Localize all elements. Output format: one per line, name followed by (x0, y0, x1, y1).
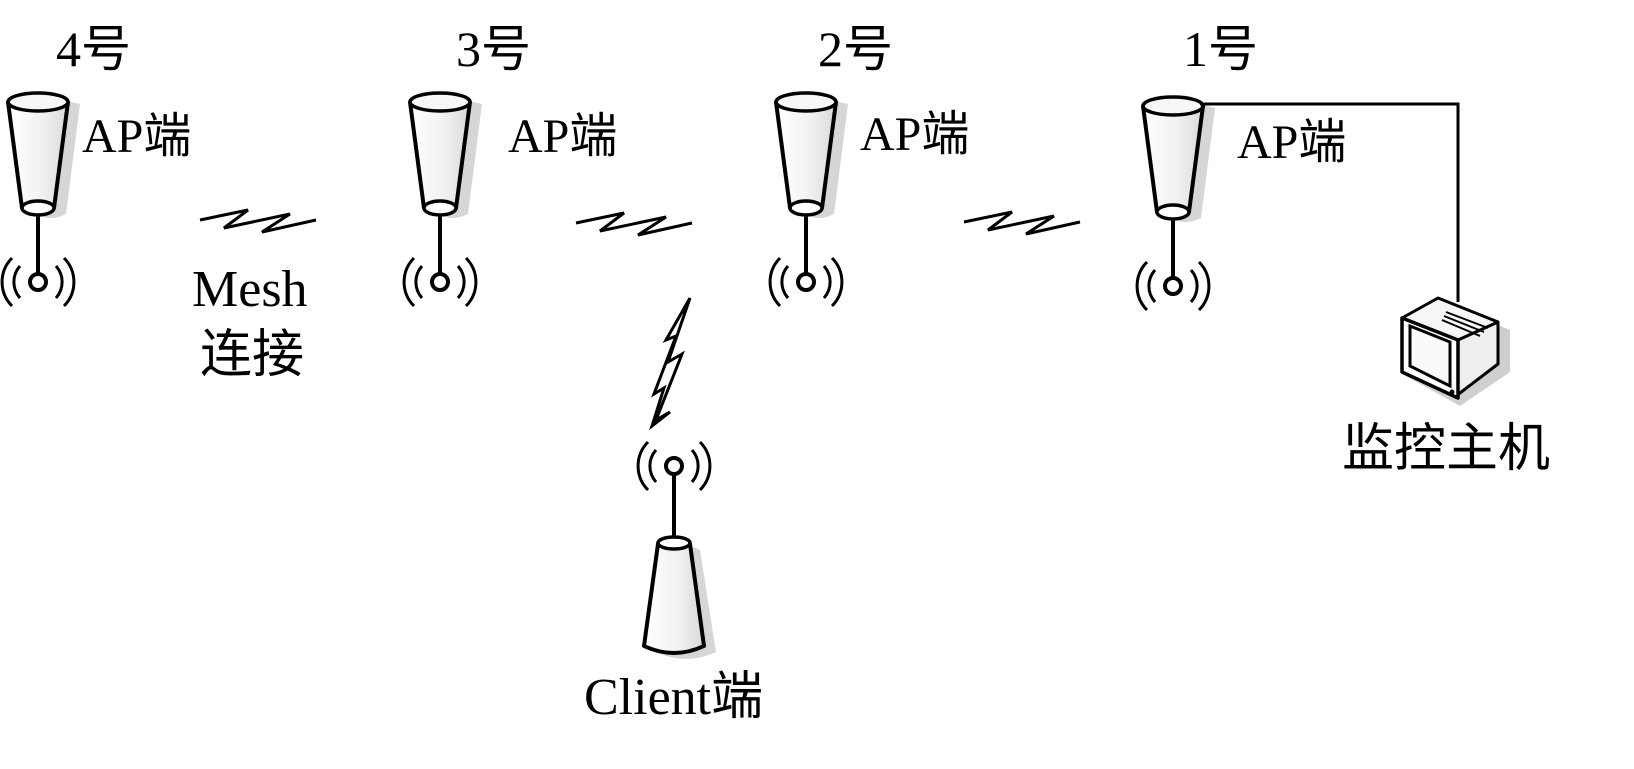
wireless-link-vertical-icon (649, 297, 692, 431)
mesh-link-label: Mesh 连接 (192, 261, 308, 384)
node-role-label: AP端 (1237, 116, 1346, 169)
wireless-link-icon (198, 208, 318, 234)
ap-antenna-icon (402, 91, 484, 308)
ap-node-1: 1号 AP端 (1135, 21, 1346, 312)
node-role-label: AP端 (860, 108, 969, 161)
ap-node-4: 4号 AP端 (0, 21, 191, 308)
node-role-label: AP端 (82, 110, 191, 163)
node-number-label: 3号 (456, 21, 531, 77)
client-node: Client端 (584, 440, 763, 726)
node-number-label: 2号 (818, 21, 893, 77)
ap-node-3: 3号 AP端 (402, 21, 617, 308)
ap-node-2: 2号 AP端 (768, 21, 969, 308)
client-label: Client端 (584, 669, 763, 726)
monitor-host: 监控主机 (1342, 296, 1550, 478)
mesh-label-line1: Mesh (192, 261, 308, 318)
ap-antenna-icon (768, 91, 850, 308)
node-number-label: 4号 (56, 21, 131, 77)
client-signal-icon (636, 440, 712, 538)
node-number-label: 1号 (1183, 21, 1258, 77)
mesh-label-line2: 连接 (200, 327, 304, 384)
wireless-link-icon (574, 211, 694, 237)
host-label: 监控主机 (1342, 421, 1550, 478)
client-antenna-icon (642, 535, 716, 659)
wired-connection-line (1200, 102, 1460, 302)
ap-antenna-icon (1135, 95, 1217, 312)
computer-monitor-icon (1400, 296, 1510, 406)
wireless-link-icon (962, 210, 1082, 236)
node-role-label: AP端 (508, 110, 617, 163)
ap-antenna-icon (0, 91, 82, 308)
